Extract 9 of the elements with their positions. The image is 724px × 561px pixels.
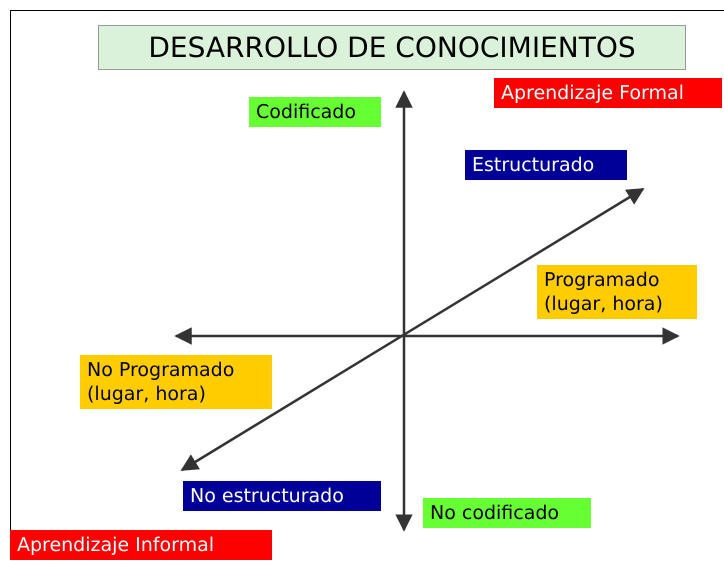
axis-label: Aprendizaje Formal — [494, 78, 722, 108]
axis-label: Estructurado — [465, 150, 627, 180]
axis-label: No codificado — [423, 498, 591, 528]
axis-label: No estructurado — [183, 481, 381, 511]
axis-label: Codificado — [249, 97, 381, 127]
axis-label: Aprendizaje Informal — [10, 530, 272, 560]
axis-label: No Programado (lugar, hora) — [80, 355, 272, 409]
title: DESARROLLO DE CONOCIMIENTOS — [98, 25, 686, 70]
axis-label: Programado (lugar, hora) — [537, 265, 697, 319]
